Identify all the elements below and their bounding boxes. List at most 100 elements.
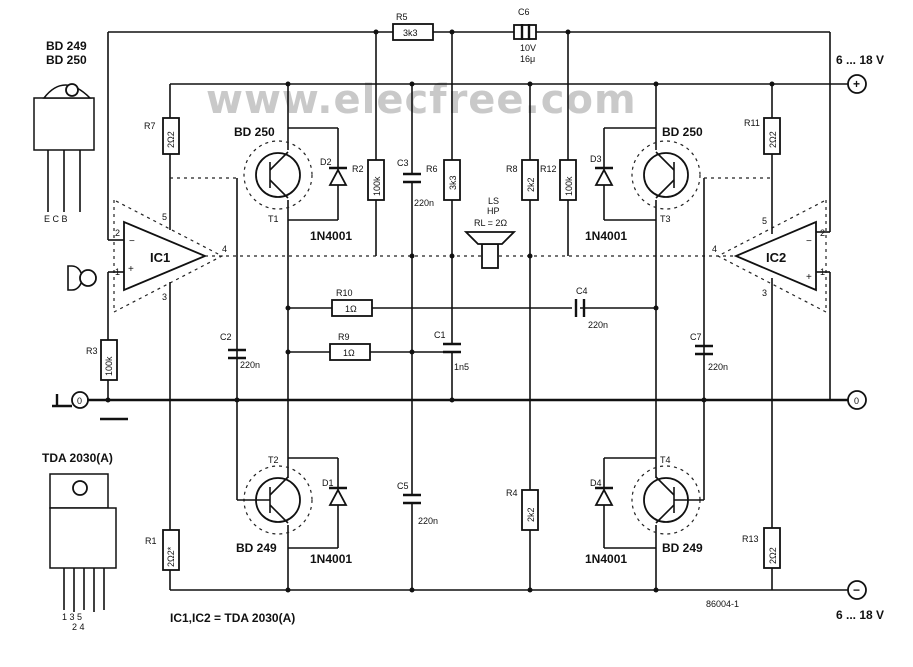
positive-terminal <box>847 74 867 94</box>
ic1-pin2: 2 <box>115 228 120 238</box>
c4-value: 220n <box>588 320 608 330</box>
t1-type: BD 250 <box>234 125 275 139</box>
resistor-r2: R2 100k <box>352 159 385 201</box>
c2-value: 220n <box>240 360 260 370</box>
c1-value: 1n5 <box>454 362 469 372</box>
ic1-minus: − <box>129 236 135 247</box>
r1-value: 2Ω2* <box>166 546 176 567</box>
resistor-r9: R9 1Ω <box>329 332 371 361</box>
diode-d2: D2 1N4001 <box>288 127 352 243</box>
capacitor-c2: C2 220n <box>220 332 260 370</box>
ic2-pin3: 3 <box>762 288 767 298</box>
positive-rail: + 6 ... 18 V <box>170 53 884 94</box>
r7-name: R7 <box>144 121 156 131</box>
ic1-pin5: 5 <box>162 212 167 222</box>
r13-value: 2Ω2 <box>768 547 778 564</box>
transistor-t4: T4 BD 249 <box>631 455 704 555</box>
ground-rail: 0 0 <box>52 390 867 421</box>
ic2: IC2 − + 2 1 5 3 4 <box>712 199 827 313</box>
c2-name: C2 <box>220 332 232 342</box>
capacitor-c7: C7 220n <box>690 332 728 372</box>
bd-package-drawing: BD 249 BD 250 E C B <box>33 39 95 224</box>
ground-output-symbol: 0 <box>854 396 859 406</box>
negative-rail: − 6 ... 18 V <box>170 580 884 622</box>
resistor-r13: R13 2Ω2 <box>742 527 781 569</box>
bd-pin-labels: E C B <box>44 214 68 224</box>
d2-type: 1N4001 <box>310 229 352 243</box>
input-jack-icon <box>67 265 97 291</box>
capacitor-c6: C6 10V 16μ <box>513 7 537 64</box>
ic2-pin5: 5 <box>762 216 767 226</box>
c6-value-1: 10V <box>520 43 536 53</box>
speaker-label-2: HP <box>487 206 500 216</box>
d1-name: D1 <box>322 478 334 488</box>
r13-name: R13 <box>742 534 759 544</box>
resistor-r6: R6 3k3 <box>426 159 461 201</box>
d3-name: D3 <box>590 154 602 164</box>
r6-name: R6 <box>426 164 438 174</box>
resistor-r12: R12 100k <box>540 159 577 201</box>
r1-name: R1 <box>145 536 157 546</box>
d4-type: 1N4001 <box>585 552 627 566</box>
positive-supply-label: 6 ... 18 V <box>836 53 884 67</box>
r11-name: R11 <box>744 118 760 128</box>
speaker-icon: LS HP RL = 2Ω <box>463 196 517 269</box>
ic1-pin4: 4 <box>222 244 227 254</box>
c5-name: C5 <box>397 481 409 491</box>
junction-dots <box>105 29 775 593</box>
r4-name: R4 <box>506 488 518 498</box>
ic2-pin4: 4 <box>712 244 717 254</box>
capacitor-c5: C5 220n <box>397 481 438 526</box>
r8-name: R8 <box>506 164 518 174</box>
transistor-t1: BD 250 T1 <box>234 125 313 224</box>
t2-name: T2 <box>268 455 279 465</box>
r9-value: 1Ω <box>343 348 355 358</box>
resistor-r10: R10 1Ω <box>331 288 373 317</box>
r9-name: R9 <box>338 332 350 342</box>
ic-note: IC1,IC2 = TDA 2030(A) <box>170 611 295 625</box>
negative-supply-label: 6 ... 18 V <box>836 608 884 622</box>
tda-pin-labels-top: 1 3 5 <box>62 612 82 622</box>
ic2-pin2: 2 <box>820 228 825 238</box>
c1-name: C1 <box>434 330 446 340</box>
r12-value: 100k <box>564 176 574 196</box>
c4-name: C4 <box>576 286 588 296</box>
minus-symbol: − <box>853 583 860 597</box>
transistor-t2: T2 BD 249 <box>236 455 313 555</box>
resistor-r3: R3 100k <box>86 339 118 381</box>
speaker-label-3: RL = 2Ω <box>474 218 507 228</box>
c6-name: C6 <box>518 7 530 17</box>
figure-number: 86004-1 <box>706 599 739 609</box>
ic1-pin3: 3 <box>162 292 167 302</box>
ic2-plus: + <box>806 272 812 283</box>
ic1: IC1 − + 2 1 5 3 4 <box>113 199 227 313</box>
t4-name: T4 <box>660 455 671 465</box>
plus-symbol: + <box>853 77 860 91</box>
t4-type: BD 249 <box>662 541 703 555</box>
t2-type: BD 249 <box>236 541 277 555</box>
resistor-r1: R1 2Ω2* <box>145 529 180 571</box>
r5-name: R5 <box>396 12 408 22</box>
d2-name: D2 <box>320 157 332 167</box>
c7-name: C7 <box>690 332 702 342</box>
r2-value: 100k <box>372 176 382 196</box>
ground-input-terminal <box>71 391 89 409</box>
r5-value: 3k3 <box>403 28 418 38</box>
diode-d1: D1 1N4001 <box>288 457 352 566</box>
r10-name: R10 <box>336 288 353 298</box>
capacitor-c4: C4 220n <box>574 286 608 330</box>
bd-title-1: BD 249 <box>46 39 87 53</box>
ic1-label: IC1 <box>150 250 170 265</box>
capacitor-c1: C1 1n5 <box>434 330 469 372</box>
r7-value: 2Ω2 <box>166 131 176 148</box>
capacitor-c3: C3 220n <box>397 158 434 208</box>
tda-package-drawing: TDA 2030(A) 1 3 5 2 4 <box>42 451 117 632</box>
resistor-r4: R4 2k2 <box>506 488 539 531</box>
r3-value: 100k <box>104 356 114 376</box>
r11-value: 2Ω2 <box>768 131 778 148</box>
bd-title-2: BD 250 <box>46 53 87 67</box>
c3-value: 220n <box>414 198 434 208</box>
d3-type: 1N4001 <box>585 229 627 243</box>
resistor-r7: R7 2Ω2 <box>144 117 180 155</box>
